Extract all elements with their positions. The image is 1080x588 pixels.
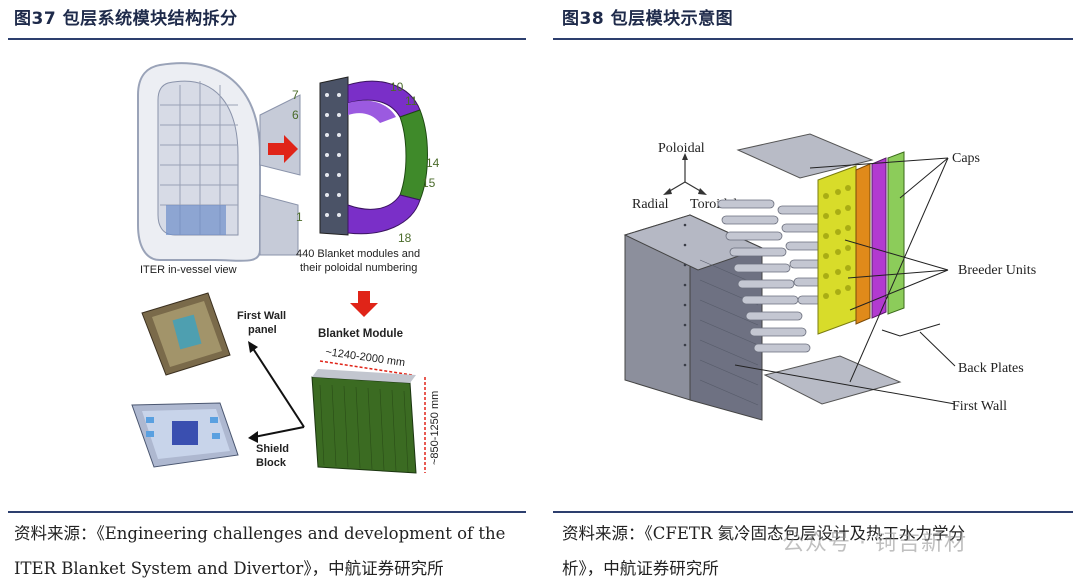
module-number-1: 1 [296, 210, 303, 224]
radial-label: Radial [632, 197, 669, 212]
iter-view-label: ITER in-vessel view [140, 264, 237, 276]
module-number-18: 18 [398, 231, 412, 245]
caption-right-line1: 资料来源：《CFETR 氦冷固态包层设计及热工水力学分 [562, 524, 966, 543]
arrowhead-shield-icon [248, 431, 258, 443]
module-number-15: 15 [422, 176, 436, 190]
caption-left: 资料来源：《Engineering challenges and develop… [14, 516, 505, 586]
title-rule-left [8, 38, 526, 40]
iter-vessel-image [137, 62, 301, 262]
module-number-7: 7 [292, 88, 299, 102]
leader-lines [734, 157, 956, 405]
first-wall-label-line2: panel [248, 324, 277, 336]
orange-plate-image [855, 163, 871, 325]
dimension-width-label: ~1240-2000 mm [325, 346, 406, 369]
first-wall-label: First Wall [952, 399, 1007, 414]
dimension-height-label: ~850-1250 mm [429, 391, 441, 465]
poloidal-label: Poloidal [658, 141, 705, 156]
first-wall-panel-image [141, 292, 231, 376]
top-cap-image [736, 133, 874, 179]
shield-block-image [131, 402, 239, 468]
module-number-6: 6 [292, 108, 299, 122]
arrowhead-first-wall-icon [248, 341, 258, 353]
caption-right: 资料来源：《CFETR 氦冷固态包层设计及热工水力学分 析》，中航证券研究所 [562, 516, 965, 586]
title-rule-right [553, 38, 1073, 40]
back-plates-label: Back Plates [958, 361, 1024, 376]
modules-label-line2: their poloidal numbering [300, 262, 417, 274]
blanket-modules-ring-image [319, 76, 428, 236]
red-arrow-down-icon [350, 291, 378, 317]
arrow-to-shield [253, 426, 305, 438]
arrow-to-first-wall [251, 346, 305, 428]
shield-label-line1: Shield [256, 443, 289, 455]
caption-rule-right [553, 511, 1073, 513]
caption-rule-left [8, 511, 526, 513]
figure-38-title: 图38 包层模块示意图 [562, 9, 734, 29]
bottom-cap-image [763, 355, 902, 405]
caption-left-line1: 资料来源：《Engineering challenges and develop… [14, 524, 506, 543]
watermark: 公众号 · 钶吉新材 [782, 531, 967, 556]
blanket-module-image [311, 369, 417, 474]
coordinate-axes-icon [663, 153, 707, 195]
dimension-width-line [319, 360, 413, 376]
blanket-module-label: Blanket Module [318, 328, 403, 340]
first-wall-box-image [623, 214, 764, 421]
modules-label-line1: 440 Blanket modules and [296, 248, 420, 260]
caption-right-line2: 析》，中航证券研究所 [562, 559, 719, 578]
module-number-14: 14 [426, 156, 440, 170]
caption-left-line2: ITER Blanket System and Divertor》，中航证券研究… [14, 559, 444, 578]
iter-blanket-breakdown-figure: ITER in-vessel view 7 6 10 11 14 15 1 18… [131, 62, 441, 474]
first-wall-label-line1: First Wall [237, 310, 286, 322]
module-number-11: 11 [405, 94, 418, 108]
red-arrow-right-icon [268, 135, 298, 163]
figure-37-title: 图37 包层系统模块结构拆分 [14, 9, 238, 29]
module-number-10: 10 [390, 80, 404, 94]
shield-label-line2: Block [256, 457, 287, 469]
magenta-plate-image [871, 157, 887, 319]
blanket-module-schematic-figure: Poloidal Radial Toroidal [623, 133, 1036, 421]
breeder-units-label: Breeder Units [958, 263, 1036, 278]
caps-label: Caps [952, 151, 980, 166]
